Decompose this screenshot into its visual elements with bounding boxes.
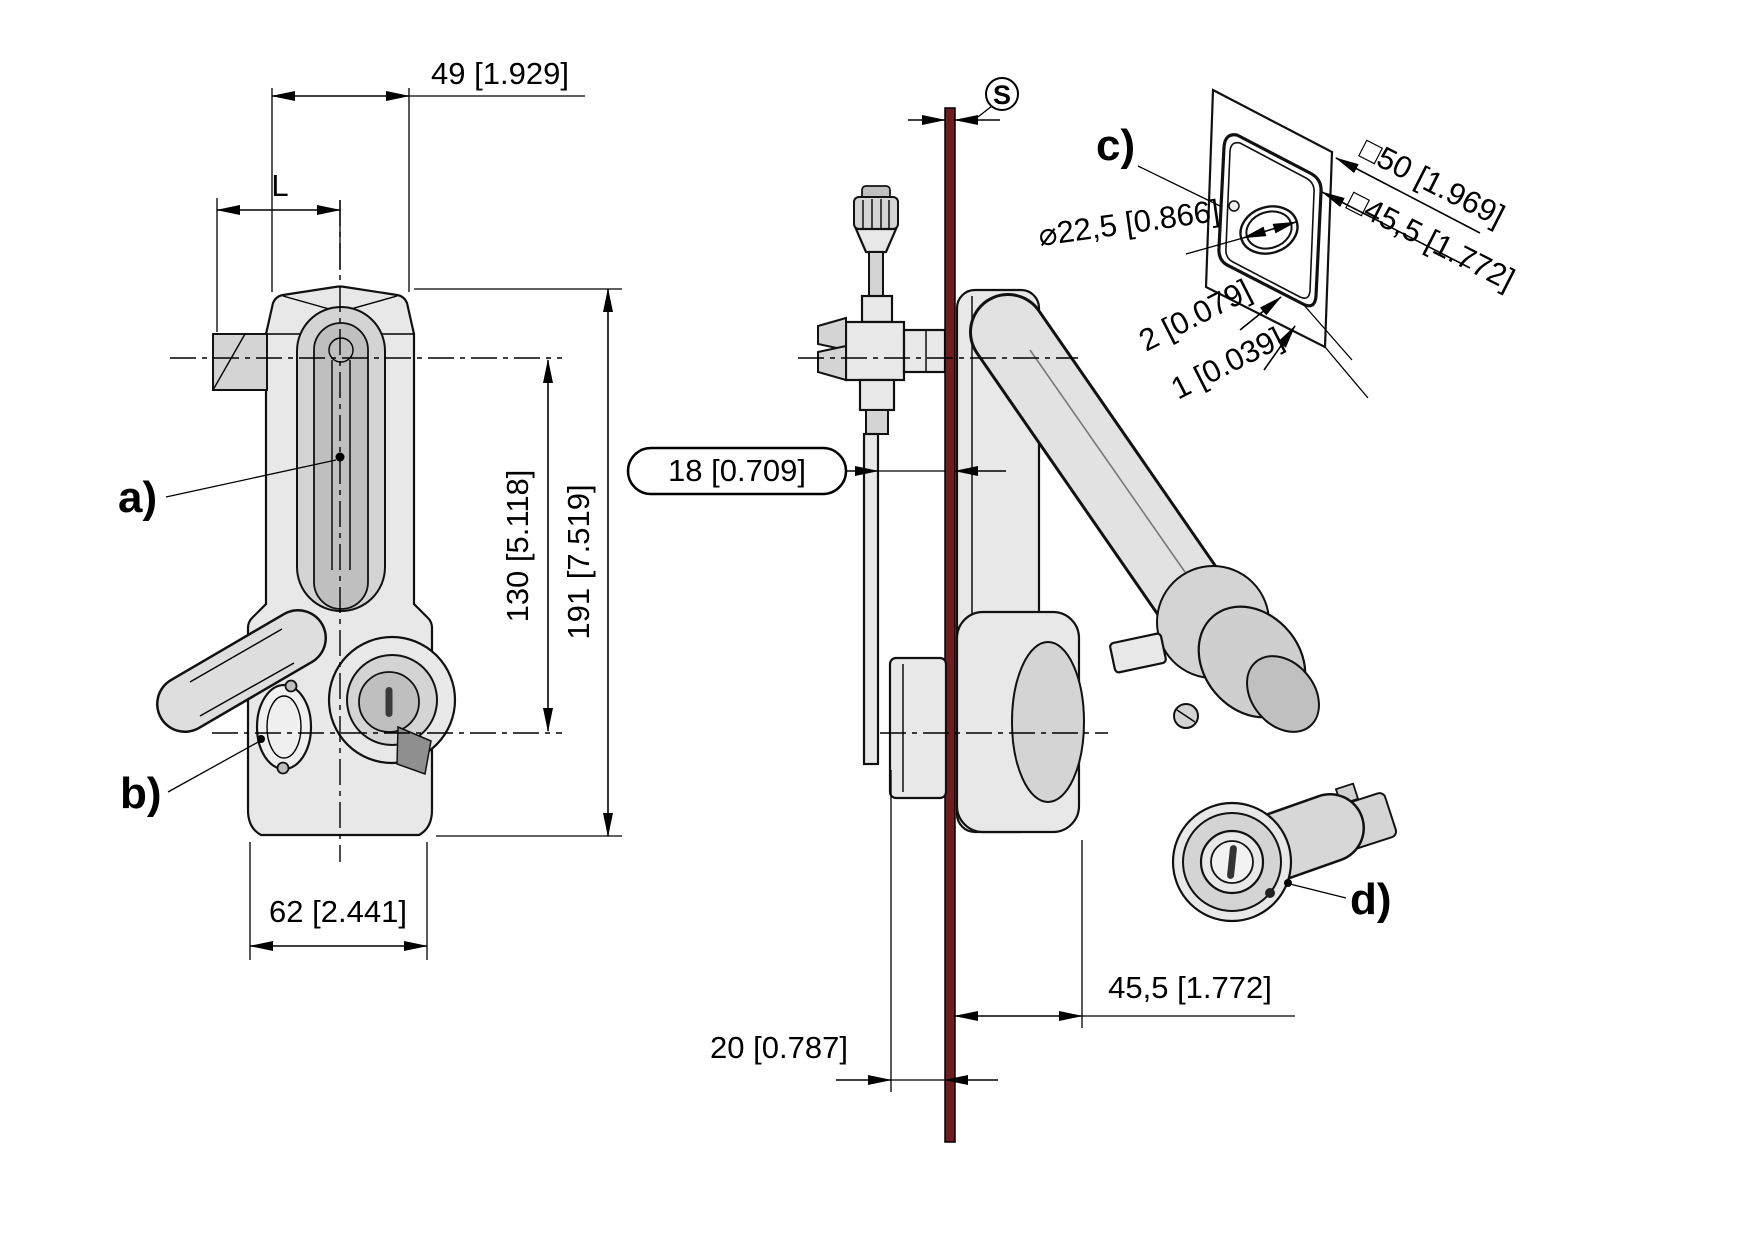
pawl-wedge xyxy=(396,725,432,776)
release-lever-fill xyxy=(158,611,325,731)
key-slot-detail xyxy=(1227,845,1237,879)
slot-screw-bottom xyxy=(276,761,290,775)
cylinder-stop-pin xyxy=(1265,888,1275,898)
dim-total-height-label: 191 [7.519] xyxy=(561,484,596,639)
cam-cylinder xyxy=(1011,641,1085,803)
clamp-body xyxy=(844,320,906,382)
dim-side-protrusion: 20 [0.787] xyxy=(710,770,998,1092)
adjuster-knob xyxy=(853,196,899,230)
dim-top-width-label: 49 [1.929] xyxy=(431,56,569,91)
dim-side-depth-behind: 45,5 [1.772] xyxy=(954,840,1295,1028)
adjuster-knob-ridges xyxy=(862,199,890,229)
dim-front-center-height: 130 [5.118] xyxy=(500,359,553,732)
cutout-ext-lines xyxy=(1302,303,1369,399)
callout-c-label: c) xyxy=(1096,121,1135,170)
lock-cylinder-cap xyxy=(1246,655,1320,733)
dim-front-bottom-width: 62 [2.441] xyxy=(249,842,428,960)
gasket-inner-line xyxy=(1225,141,1315,299)
gasket-pin-hole xyxy=(1228,200,1240,212)
dim-protrusion-label: 20 [0.787] xyxy=(710,1030,848,1065)
dim-front-top-width: 49 [1.929] xyxy=(271,56,585,292)
dim-side-offset-balloon: 18 [0.709] xyxy=(626,446,1006,496)
handle-pivot-ring xyxy=(328,337,354,363)
front-view xyxy=(156,200,562,862)
dim-hole-dia-label: ⌀22,5 [0.866] xyxy=(1036,193,1222,253)
dim-depth-behind-label: 45,5 [1.772] xyxy=(1108,970,1272,1005)
handle-side-fill xyxy=(972,296,1228,634)
callout-a: a) xyxy=(118,459,337,522)
release-lever-detail-lines xyxy=(189,628,295,717)
handle-side-detail xyxy=(1029,349,1186,573)
latch-tongue-edge xyxy=(212,333,246,391)
adjuster-cone xyxy=(854,227,898,254)
lever-slot xyxy=(255,683,313,771)
panel-thickness-symbol: S xyxy=(993,80,1011,110)
dim-offset-label: 18 [0.709] xyxy=(668,453,806,488)
callout-b-label: b) xyxy=(120,769,162,818)
mounting-panel xyxy=(944,107,956,1143)
clamp-lower-block xyxy=(858,378,896,412)
panel-thickness-circle xyxy=(985,77,1019,111)
callouts: a) b) c) d) xyxy=(118,121,1392,924)
handle-tab xyxy=(1109,632,1167,674)
callout-d-dot xyxy=(1284,879,1292,887)
dim-front-grip: L xyxy=(216,168,341,332)
clamp-jaw-top xyxy=(817,316,847,352)
callout-b: b) xyxy=(120,735,265,818)
pawl-block xyxy=(888,656,948,800)
handle-grip-front xyxy=(313,322,369,610)
latch-strip xyxy=(862,432,880,766)
clamp-jaw-bottom xyxy=(817,344,847,382)
dim-grip-label: L xyxy=(271,168,288,203)
callout-d-label: d) xyxy=(1350,875,1392,924)
side-view xyxy=(798,107,1320,1143)
slot-screw-top xyxy=(284,679,298,693)
mount-shaft xyxy=(902,328,947,374)
clamp-lower-step xyxy=(865,409,889,435)
dim-bottom-width-label: 62 [2.441] xyxy=(269,894,407,929)
dim-center-height-label: 130 [5.118] xyxy=(500,470,535,623)
lever-slot-inner xyxy=(266,695,302,759)
key-slot-front xyxy=(385,687,393,717)
callout-b-dot xyxy=(257,735,265,743)
callout-c: c) xyxy=(1096,121,1221,207)
dim-front-total-height: 191 [7.519] xyxy=(414,288,622,837)
callout-a-label: a) xyxy=(118,473,157,522)
handle-grip-grooves xyxy=(331,360,351,570)
lock-cylinder-detail xyxy=(1171,782,1398,923)
clamp-upper-block xyxy=(860,294,894,324)
center-point-marker xyxy=(335,452,345,462)
callout-d: d) xyxy=(1284,875,1392,924)
symbol-panel-thickness: S xyxy=(908,77,1019,125)
handle-screw-slot xyxy=(1176,709,1196,723)
